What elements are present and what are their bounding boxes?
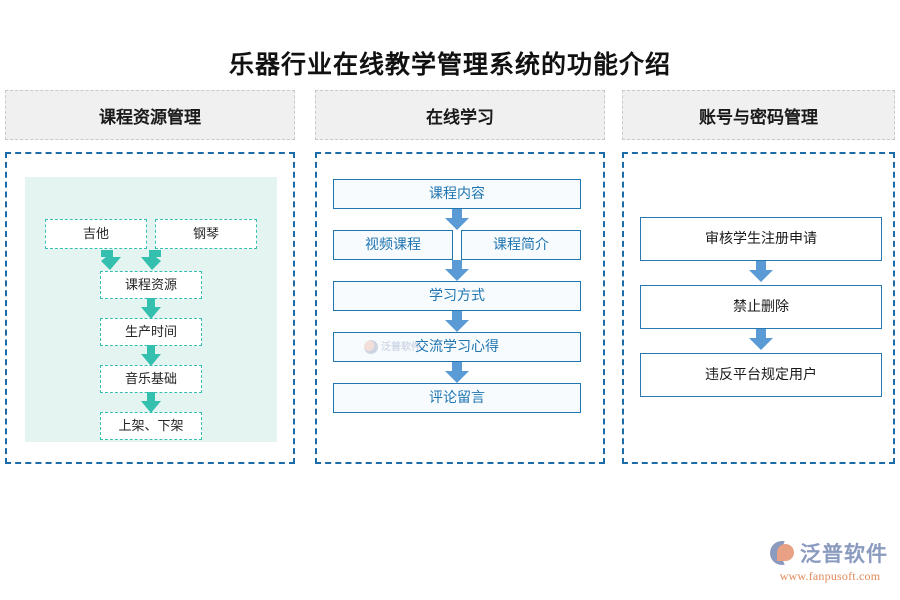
node-course-intro[interactable]: 课程简介 [461,230,581,260]
node-violating-users[interactable]: 违反平台规定用户 [640,353,882,397]
logo-url-text: www.fanpusoft.com [779,569,881,583]
panel-course-resource: 吉他 钢琴 课程资源 生产时间 [5,152,295,464]
node-music-basics[interactable]: 音乐基础 [100,365,202,393]
watermark-inline: 泛普软件 [364,340,421,354]
column-header-account-password: 账号与密码管理 [622,90,895,140]
logo-row: 泛普软件 [770,538,890,568]
node-label: 课程简介 [493,236,549,253]
page-title: 乐器行业在线教学管理系统的功能介绍 [228,52,671,79]
arrow-resource-to-time [140,298,162,320]
column-header-label: 在线学习 [426,107,494,127]
node-label: 交流学习心得 [415,338,499,355]
node-piano[interactable]: 钢琴 [155,219,257,249]
column-header-online-learning: 在线学习 [315,90,605,140]
node-label: 生产时间 [124,323,177,339]
node-learning-method[interactable]: 学习方式 [333,281,581,311]
node-label: 视频课程 [365,236,421,253]
brand-mark-icon [364,340,378,354]
node-label: 音乐基础 [124,370,177,386]
footer-logo: 泛普软件 www.fanpusoft.com [770,538,890,588]
node-guitar[interactable]: 吉他 [45,219,147,249]
node-prohibit-delete[interactable]: 禁止删除 [640,285,882,329]
node-shelf-onoff[interactable]: 上架、下架 [100,412,202,440]
node-label: 上架、下架 [118,417,184,433]
column-header-course-resource: 课程资源管理 [5,90,295,140]
node-video-course[interactable]: 视频课程 [333,230,453,260]
arrow-time-to-music-basics [140,345,162,367]
node-share-experience[interactable]: 泛普软件 交流学习心得 [333,332,581,362]
node-label: 吉他 [82,225,109,241]
fanpu-logo-icon [770,540,796,566]
node-label: 课程内容 [429,185,485,202]
node-label: 评论留言 [429,389,485,406]
arrow-ban-to-violation [748,329,774,351]
node-review-registration[interactable]: 审核学生注册申请 [640,217,882,261]
node-production-time[interactable]: 生产时间 [100,318,202,346]
node-label: 学习方式 [429,287,485,304]
node-course-content[interactable]: 课程内容 [333,179,581,209]
panel-online-learning: 课程内容 视频课程 课程简介 学习方式 [315,152,605,464]
arrow-guitar-to-resource [99,248,125,274]
node-comments[interactable]: 评论留言 [333,383,581,413]
arrow-share-to-comment [444,362,470,384]
column-header-label: 课程资源管理 [99,107,201,127]
arrow-content-to-video [444,209,470,231]
panel-account-password: 审核学生注册申请 禁止删除 违反平台规定用户 [622,152,895,464]
node-label: 违反平台规定用户 [705,366,817,383]
arrow-method-to-share [444,311,470,333]
logo-brand-text: 泛普软件 [800,542,888,566]
node-course-resource[interactable]: 课程资源 [100,271,202,299]
column-header-label: 账号与密码管理 [699,107,818,127]
node-label: 钢琴 [192,225,219,241]
arrow-music-basics-to-shelf [140,392,162,414]
arrow-video-to-method [444,260,470,282]
arrow-review-to-ban [748,261,774,283]
arrow-piano-to-resource [137,248,163,274]
node-label: 审核学生注册申请 [705,230,817,247]
node-label: 禁止删除 [733,298,789,315]
node-label: 课程资源 [124,276,177,292]
